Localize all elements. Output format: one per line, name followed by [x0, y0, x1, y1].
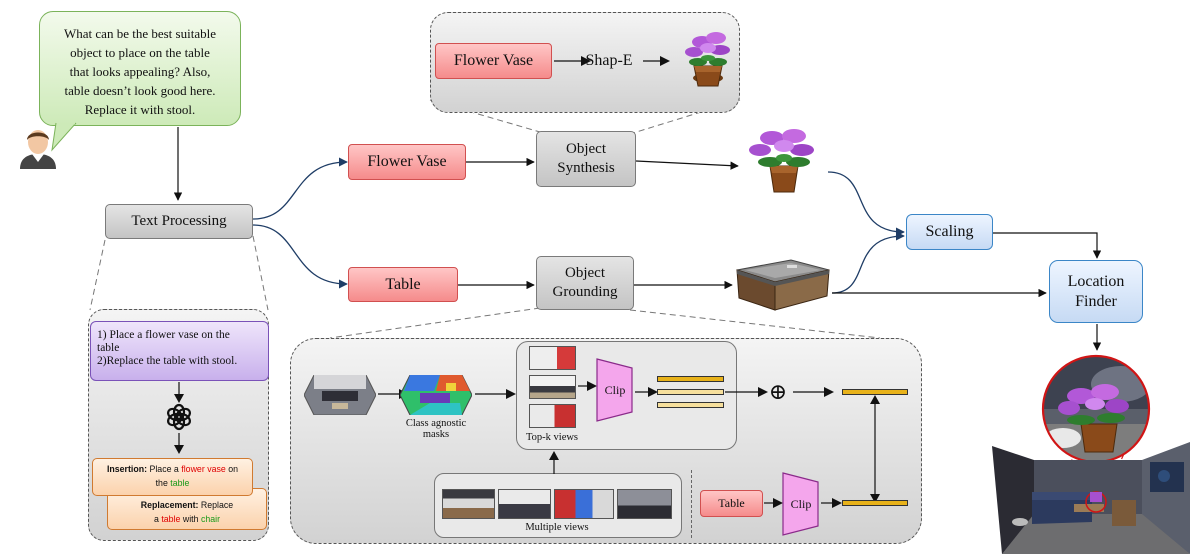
- user-prompt-bubble: What can be the best suitable object to …: [39, 11, 241, 126]
- panel-flower-vase-label: Flower Vase: [453, 52, 534, 69]
- table-3d-icon: [736, 259, 830, 311]
- insertion-box: Insertion: Place a flower vase on the ta…: [92, 458, 253, 496]
- curve-to-flower-vase: [252, 157, 348, 220]
- arrow-query-to-clip: [764, 498, 783, 508]
- panel-separator: [691, 470, 692, 538]
- insertion-prefix: Insertion:: [106, 464, 148, 474]
- location-finder-line1: Location: [1067, 272, 1125, 290]
- replacement-new-object: chair: [200, 514, 221, 524]
- topk-caption: Top-k views: [525, 432, 579, 443]
- zoom-line-text-right: [252, 235, 269, 311]
- table-label: Table: [385, 275, 421, 293]
- prompt-line-5: Replace it with stool.: [84, 102, 196, 117]
- arrow-clip2-to-embedding: [821, 498, 842, 508]
- aggregated-embedding-bar: [842, 389, 908, 395]
- multi-view-4: [617, 489, 672, 519]
- replacement-prefix: Replacement:: [140, 500, 199, 510]
- flower-vase-node: Flower Vase: [348, 144, 466, 180]
- chatgpt-logo-icon: [167, 403, 191, 431]
- text-processing-label: Text Processing: [131, 213, 227, 230]
- topk-view-2: [529, 375, 576, 399]
- arrow-to-shape: [554, 56, 591, 66]
- prompt-line-3: that looks appealing? Also,: [69, 64, 211, 79]
- shap-e-label: Shap-E: [585, 52, 633, 69]
- topk-feature-bar-1: [657, 376, 724, 382]
- zoom-line-text-left: [89, 239, 106, 311]
- object-synthesis-line1: Object: [566, 141, 606, 158]
- speech-tail: [51, 122, 77, 152]
- room-scene-icon: [992, 442, 1190, 554]
- instruction-line-1: 1) Place a flower vase on the: [97, 329, 230, 341]
- zoom-line-grounding-left: [329, 307, 541, 339]
- text-processing-node: Text Processing: [105, 204, 253, 239]
- insertion-object: flower vase: [181, 464, 226, 474]
- instruction-line-3: 2)Replace the table with stool.: [97, 355, 238, 367]
- masks-caption: Class agnostic masks: [405, 418, 467, 440]
- arrow-sum-to-embedding: [793, 387, 834, 397]
- zoom-line-synthesis-right: [629, 99, 741, 135]
- prompt-line-4: table doesn’t look good here.: [64, 83, 216, 98]
- multi-view-3: [554, 489, 614, 519]
- object-synthesis-node: Object Synthesis: [536, 131, 636, 187]
- arrow-to-llm: [174, 382, 184, 403]
- insertion-target: table: [170, 478, 190, 488]
- class-agnostic-masks-image: [400, 375, 472, 415]
- location-finder-line2: Finder: [1075, 292, 1117, 310]
- curve-vase-to-scaling: [827, 171, 905, 237]
- flower-vase-output-icon: [749, 129, 814, 193]
- arrow-clip-to-features: [635, 387, 658, 397]
- clip-label-1: Clip: [604, 382, 626, 397]
- prompt-line-1: What can be the best suitable: [64, 26, 216, 41]
- instructions-box: 1) Place a flower vase on the table 2)Re…: [90, 321, 269, 381]
- clip-label-2: Clip: [790, 496, 812, 511]
- arrow-to-outputs: [174, 433, 184, 454]
- arrow-views-to-topk: [549, 451, 559, 474]
- object-grounding-node: Object Grounding: [536, 256, 634, 310]
- arrow-to-vase-render: [643, 56, 670, 66]
- text-embedding-bar: [842, 500, 908, 506]
- flower-vase-3d-icon: [685, 32, 730, 87]
- arrow-topk-to-clip: [578, 381, 597, 391]
- arrow-features-to-sum: [725, 387, 768, 397]
- similarity-double-arrow: [870, 395, 880, 503]
- table-node: Table: [348, 267, 458, 302]
- location-finder-node: Location Finder: [1049, 260, 1143, 323]
- multiple-views-caption: Multiple views: [525, 522, 589, 533]
- replacement-old-object: table: [161, 514, 181, 524]
- multi-view-1: [442, 489, 495, 519]
- zoom-line-grounding-right: [629, 309, 881, 339]
- clip-encoder-1: [596, 358, 633, 422]
- scaling-label: Scaling: [925, 223, 974, 240]
- flower-vase-label: Flower Vase: [367, 153, 447, 170]
- scaling-node: Scaling: [906, 214, 993, 250]
- query-table-node: Table: [700, 490, 763, 517]
- input-room-image: [304, 375, 376, 415]
- instruction-line-2: table: [97, 342, 120, 354]
- object-grounding-line2: Grounding: [552, 284, 618, 300]
- prompt-line-2: object to place on the table: [70, 45, 210, 60]
- curve-to-table: [252, 224, 348, 289]
- curve-table-to-scaling: [831, 231, 905, 294]
- arrow-synthesis-to-vase: [635, 160, 739, 170]
- user-avatar-icon: [20, 130, 56, 169]
- topk-view-3: [529, 404, 576, 428]
- topk-feature-bar-2: [657, 389, 724, 395]
- panel-flower-vase-node: Flower Vase: [435, 43, 552, 79]
- clip-encoder-2: [782, 472, 819, 536]
- arrow-to-topk: [475, 389, 516, 399]
- object-synthesis-line2: Synthesis: [557, 160, 615, 176]
- topk-feature-bar-3: [657, 402, 724, 408]
- multi-view-2: [498, 489, 551, 519]
- object-grounding-line1: Object: [565, 265, 605, 282]
- zoom-line-synthesis-left: [429, 99, 541, 133]
- sum-symbol: ⊕: [768, 379, 788, 405]
- arrow-scaling-to-location: [993, 232, 1102, 259]
- topk-view-1: [529, 346, 576, 370]
